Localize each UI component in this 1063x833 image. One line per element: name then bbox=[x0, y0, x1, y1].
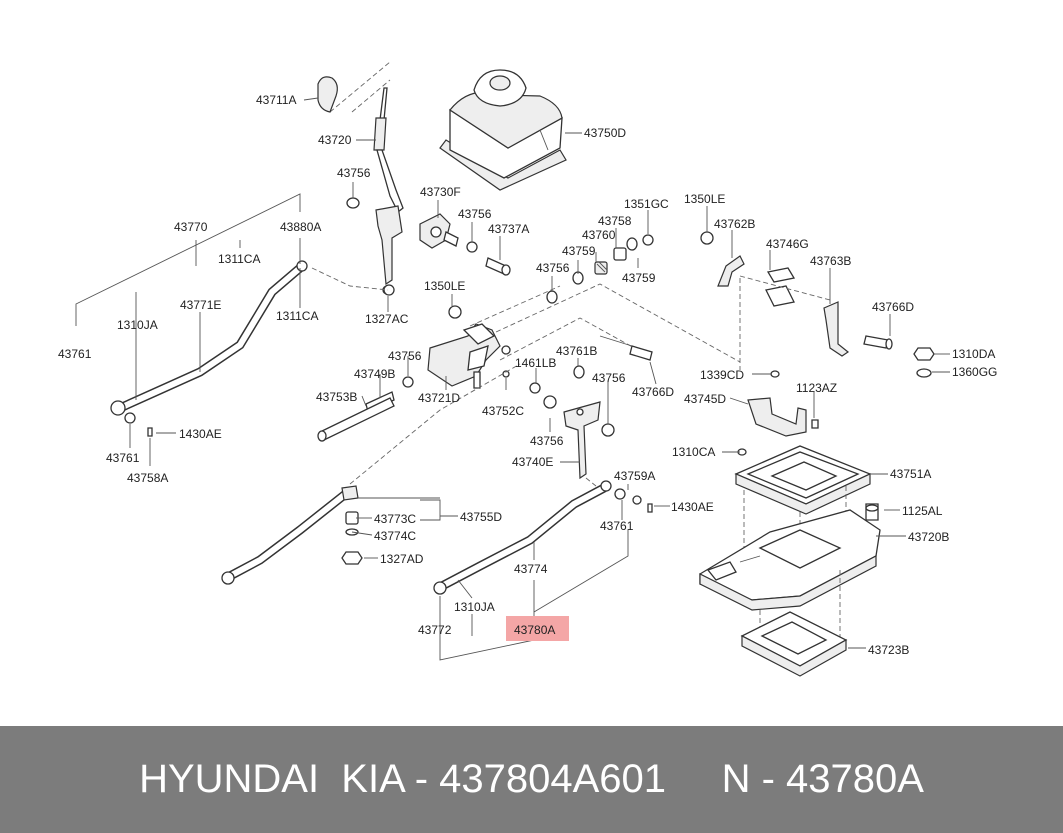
label-1311CA: 1311CA bbox=[276, 309, 318, 323]
leader-lines bbox=[75, 97, 950, 661]
shifter-base bbox=[317, 283, 741, 442]
label-43761B: 43761B bbox=[556, 344, 597, 358]
label-1430AE: 1430AE bbox=[179, 427, 222, 441]
label-1310CA: 1310CA bbox=[672, 445, 715, 459]
label-43745D: 43745D bbox=[684, 392, 726, 406]
label-43766D: 43766D bbox=[632, 385, 674, 399]
label-43761: 43761 bbox=[106, 451, 140, 465]
label-1339CD: 1339CD bbox=[700, 368, 744, 382]
label-43751A: 43751A bbox=[890, 467, 931, 481]
label-43752C: 43752C bbox=[482, 404, 524, 418]
label-43756: 43756 bbox=[388, 349, 422, 363]
label-43730F: 43730F bbox=[420, 185, 461, 199]
label-43756: 43756 bbox=[530, 434, 564, 448]
part-labels: 43711A 43720 43750D 43756 43730F 43756 4… bbox=[58, 93, 997, 657]
shift-boot bbox=[439, 69, 567, 191]
label-43759: 43759 bbox=[562, 244, 596, 258]
label-43774C: 43774C bbox=[374, 529, 416, 543]
part-number-caption: HYUNDAI KIA - 437804A601 N - 43780A bbox=[139, 757, 924, 801]
label-43756: 43756 bbox=[337, 166, 371, 180]
housing-assembly bbox=[699, 445, 881, 677]
label-1125AL: 1125AL bbox=[902, 504, 943, 518]
parts-diagram: 43711A 43720 43750D 43756 43730F 43756 4… bbox=[58, 61, 997, 677]
label-43761: 43761 bbox=[600, 519, 634, 533]
label-43753B: 43753B bbox=[316, 390, 357, 404]
shift-cables-lower bbox=[221, 363, 653, 595]
label-43749B: 43749B bbox=[354, 367, 395, 381]
bushings-top bbox=[346, 197, 714, 319]
label-1310JA: 1310JA bbox=[454, 600, 495, 614]
label-43772: 43772 bbox=[418, 623, 452, 637]
label-43737A: 43737A bbox=[488, 222, 529, 236]
label-1461LB: 1461LB bbox=[515, 356, 556, 370]
label-43771E: 43771E bbox=[180, 298, 221, 312]
label-1430AE: 1430AE bbox=[671, 500, 714, 514]
shift-cable-upper bbox=[110, 260, 389, 437]
label-43756: 43756 bbox=[458, 207, 492, 221]
label-43720B: 43720B bbox=[908, 530, 949, 544]
label-43759A: 43759A bbox=[614, 469, 655, 483]
select-lever bbox=[543, 335, 653, 480]
label-1310JA: 1310JA bbox=[117, 318, 158, 332]
label-1360GG: 1360GG bbox=[952, 365, 997, 379]
footer-bar: HYUNDAI KIA - 437804A601 N - 43780A bbox=[0, 726, 1063, 833]
label-43880A: 43880A bbox=[280, 220, 321, 234]
label-43755D: 43755D bbox=[460, 510, 502, 524]
label-43770: 43770 bbox=[174, 220, 208, 234]
label-1123AZ: 1123AZ bbox=[796, 381, 837, 395]
label-1351GC: 1351GC bbox=[624, 197, 669, 211]
label-43723B: 43723B bbox=[868, 643, 909, 657]
label-43780A: 43780A bbox=[514, 623, 555, 637]
label-43773C: 43773C bbox=[374, 512, 416, 526]
label-43758A: 43758A bbox=[127, 471, 168, 485]
label-43740E: 43740E bbox=[512, 455, 553, 469]
label-43761: 43761 bbox=[58, 347, 92, 361]
brackets-right bbox=[717, 255, 935, 456]
label-43711A: 43711A bbox=[256, 93, 296, 107]
label-43766D: 43766D bbox=[872, 300, 914, 314]
label-43756: 43756 bbox=[536, 261, 570, 275]
label-43756: 43756 bbox=[592, 371, 626, 385]
label-1311CA: 1311CA bbox=[218, 252, 260, 266]
label-43763B: 43763B bbox=[810, 254, 851, 268]
highlight-box bbox=[506, 616, 569, 641]
label-1327AD: 1327AD bbox=[380, 552, 424, 566]
label-1327AC: 1327AC bbox=[365, 312, 409, 326]
label-43762B: 43762B bbox=[714, 217, 755, 231]
label-1350LE: 1350LE bbox=[684, 192, 725, 206]
label-43760: 43760 bbox=[582, 228, 616, 242]
label-1350LE: 1350LE bbox=[424, 279, 465, 293]
label-1310DA: 1310DA bbox=[952, 347, 995, 361]
label-43721D: 43721D bbox=[418, 391, 460, 405]
label-43746G: 43746G bbox=[766, 237, 809, 251]
label-43720: 43720 bbox=[318, 133, 352, 147]
label-43758: 43758 bbox=[598, 214, 632, 228]
label-43774: 43774 bbox=[514, 562, 548, 576]
label-43750D: 43750D bbox=[584, 126, 626, 140]
label-43759: 43759 bbox=[622, 271, 656, 285]
